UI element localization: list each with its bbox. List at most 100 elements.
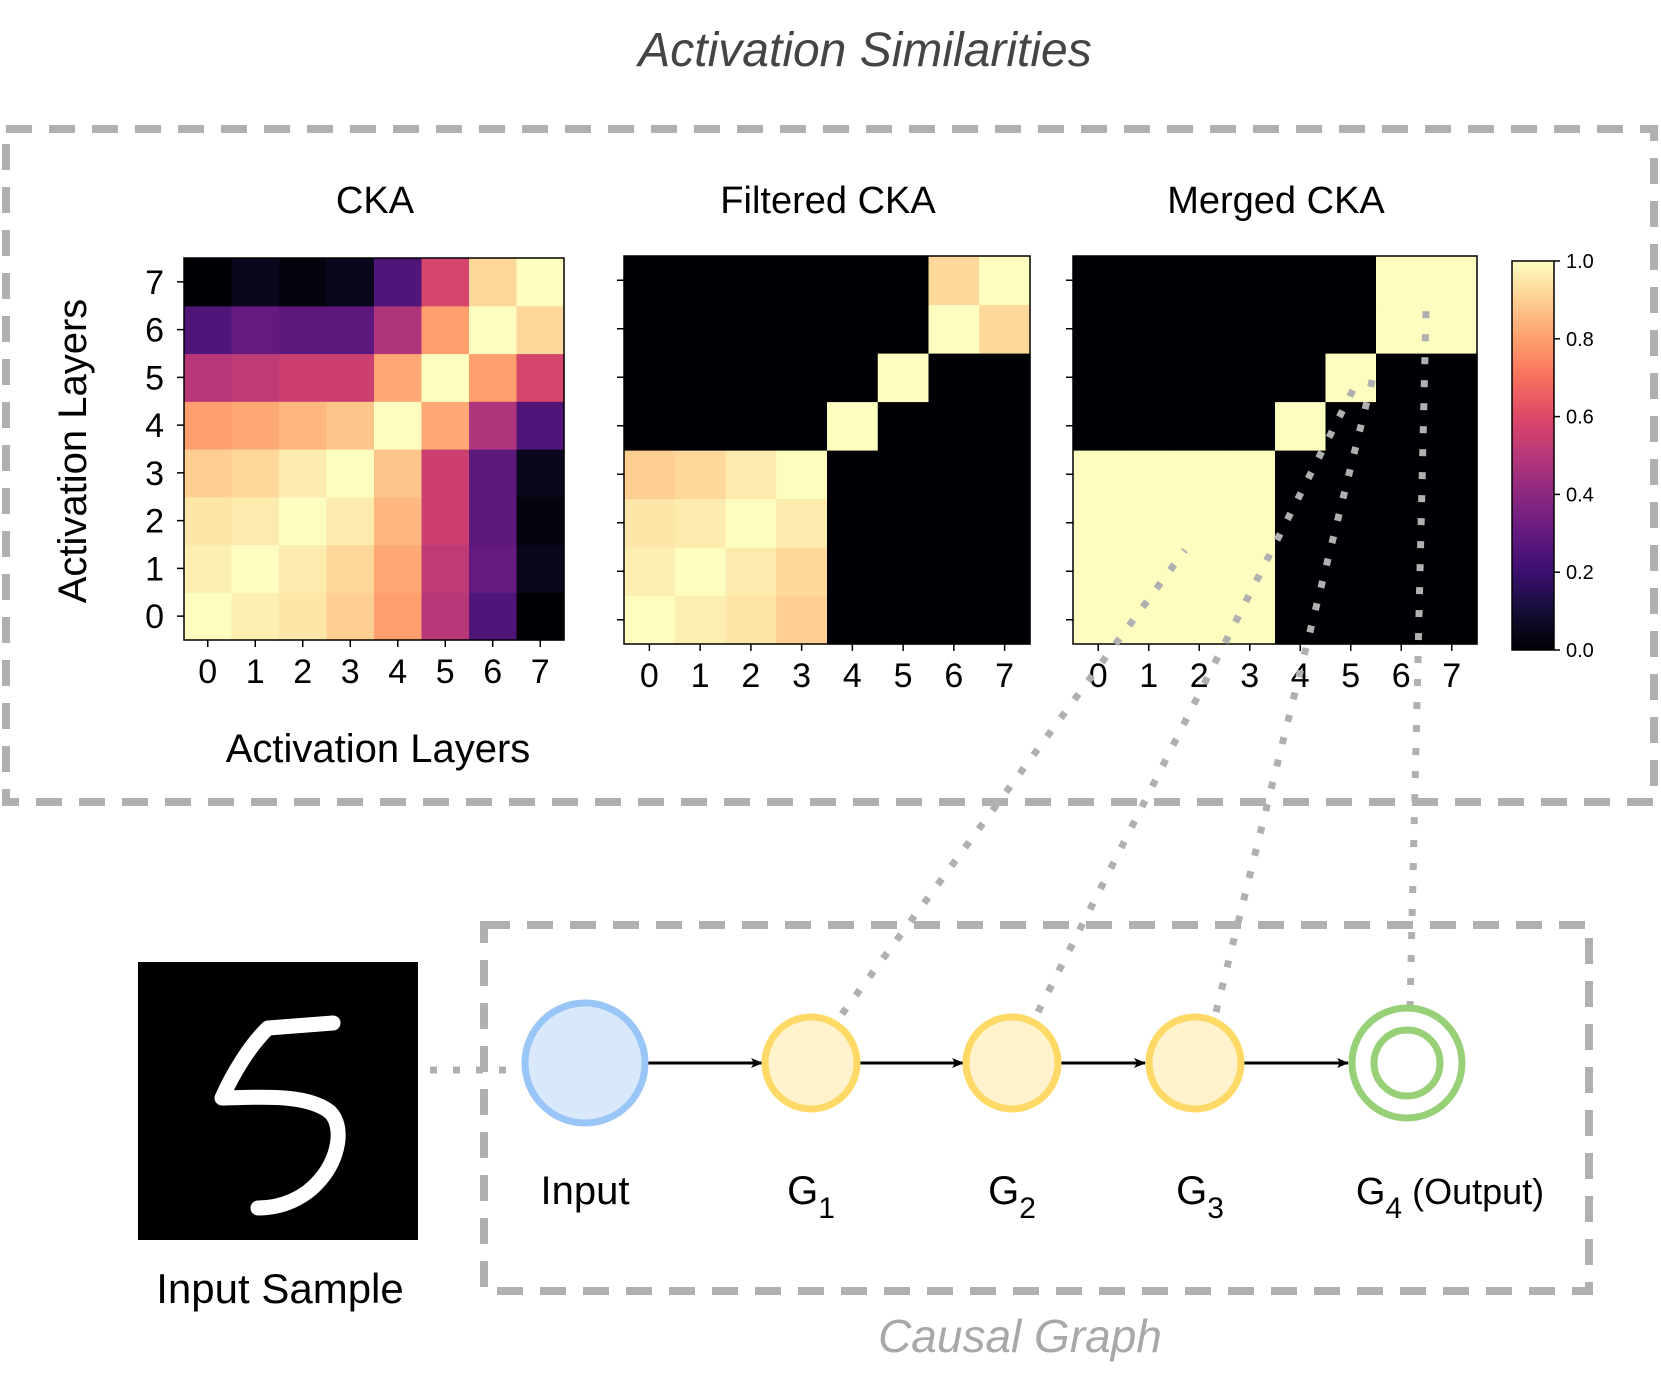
- heatmap-cell: [1224, 353, 1276, 403]
- heatmap-cell: [877, 256, 930, 306]
- heatmap-cell: [1275, 498, 1327, 548]
- heatmap-cell: [184, 353, 233, 402]
- heatmap-cell: [421, 496, 470, 546]
- filtered-cka-title: Filtered CKA: [720, 180, 936, 222]
- heatmap-cell: [516, 258, 565, 307]
- heatmap-cell: [469, 258, 518, 307]
- heatmap-cell: [979, 304, 1031, 354]
- heatmap-cell: [979, 547, 1031, 597]
- heatmap-cell: [1123, 353, 1175, 403]
- heatmap-cell: [421, 258, 470, 307]
- heatmap-cell: [776, 401, 828, 451]
- heatmap-cell: [674, 595, 727, 645]
- heatmap-cell: [231, 305, 280, 355]
- heatmap-cell: [279, 401, 328, 450]
- y-axis-label: Activation Layers: [51, 299, 95, 604]
- colorbar-tick-label: 0.4: [1566, 484, 1594, 506]
- heatmap-cell: [1073, 450, 1125, 500]
- heatmap-cell: [1426, 450, 1478, 500]
- input-sample-label: Input Sample: [156, 1265, 404, 1312]
- heatmap-cell: [1073, 547, 1125, 597]
- heatmap-cell: [877, 304, 930, 354]
- heatmap-cell: [776, 353, 828, 403]
- heatmap-cell: [1224, 304, 1276, 354]
- heatmap-cell: [674, 547, 727, 597]
- heatmap-cell: [469, 496, 518, 546]
- heatmap-cell: [374, 258, 423, 307]
- colorbar-tick-label: 0.2: [1566, 562, 1594, 584]
- heatmap-cell: [516, 544, 565, 593]
- heatmap-cell: [279, 592, 328, 641]
- heatmap-cell: [674, 498, 727, 548]
- node-label-g3: G3: [1176, 1169, 1224, 1225]
- heatmap-cell: [374, 592, 423, 641]
- heatmap-cell: [928, 353, 980, 403]
- heatmap-cell: [624, 256, 676, 306]
- heatmap-cell: [374, 353, 423, 402]
- heatmap-cell: [421, 353, 470, 402]
- heatmap-cell: [725, 498, 777, 548]
- heatmap-cell: [326, 544, 375, 593]
- heatmap-cell: [979, 450, 1031, 500]
- heatmap-cell: [1224, 450, 1276, 500]
- heatmap-cell: [1174, 401, 1226, 451]
- heatmap-cell: [421, 592, 470, 641]
- heatmap-cell: [184, 449, 233, 498]
- heatmap-cell: [1174, 450, 1226, 500]
- heatmap-cell: [279, 353, 328, 402]
- heatmap-cell: [469, 305, 518, 355]
- heatmap-cell: [624, 547, 676, 597]
- heatmap-cell: [624, 401, 676, 451]
- heatmap-cell: [674, 353, 727, 403]
- heatmap-cell: [1174, 595, 1226, 645]
- x-tick-label: 1: [1139, 657, 1158, 695]
- heatmap-cell: [1275, 547, 1327, 597]
- heatmap-cell: [326, 592, 375, 641]
- heatmap-cell: [1325, 256, 1377, 306]
- heatmap-cell: [1174, 353, 1226, 403]
- heatmap-cell: [1376, 304, 1428, 354]
- y-tick-label: 6: [145, 312, 164, 350]
- heatmap-cell: [624, 450, 676, 500]
- heatmap-cell: [374, 544, 423, 593]
- colorbar-tick-label: 0.6: [1566, 407, 1594, 429]
- heatmap-cell: [1073, 353, 1125, 403]
- y-tick-label: 2: [145, 503, 164, 541]
- heatmap-cell: [928, 304, 980, 354]
- node-g2: [962, 1013, 1062, 1113]
- heatmap-cell: [674, 256, 727, 306]
- x-tick-label: 3: [792, 657, 811, 695]
- heatmap-cell: [725, 353, 777, 403]
- heatmap-cell: [1275, 353, 1327, 403]
- y-tick-label: 5: [145, 359, 164, 397]
- heatmap-cell: [469, 449, 518, 498]
- heatmap-cell: [326, 449, 375, 498]
- heatmap-cell: [516, 592, 565, 641]
- heatmap-cell: [928, 498, 980, 548]
- x-tick-label: 0: [198, 653, 217, 691]
- heatmap-cell: [1123, 256, 1175, 306]
- heatmap-cell: [928, 595, 980, 645]
- node-input: [521, 999, 649, 1127]
- heatmap-cell: [674, 450, 727, 500]
- heatmap-cell: [877, 595, 930, 645]
- heatmap-cell: [1275, 450, 1327, 500]
- x-tick-label: 4: [843, 657, 862, 695]
- heatmap-cell: [184, 592, 233, 641]
- x-tick-label: 3: [1240, 657, 1259, 695]
- node-label-input: Input: [541, 1169, 630, 1213]
- correspondence-line-g3: [1212, 376, 1377, 1013]
- heatmap-cell: [725, 547, 777, 597]
- colorbar-gradient: [1511, 260, 1555, 651]
- figure-title: Activation Similarities: [635, 24, 1091, 77]
- heatmap-cell: [877, 498, 930, 548]
- heatmap-cell: [1174, 256, 1226, 306]
- heatmap-cell: [877, 401, 930, 451]
- colorbar-tick-label: 0.8: [1566, 329, 1594, 351]
- heatmap-cell: [469, 592, 518, 641]
- heatmap-cell: [231, 401, 280, 450]
- x-tick-label: 6: [1392, 657, 1411, 695]
- heatmap-cell: [928, 401, 980, 451]
